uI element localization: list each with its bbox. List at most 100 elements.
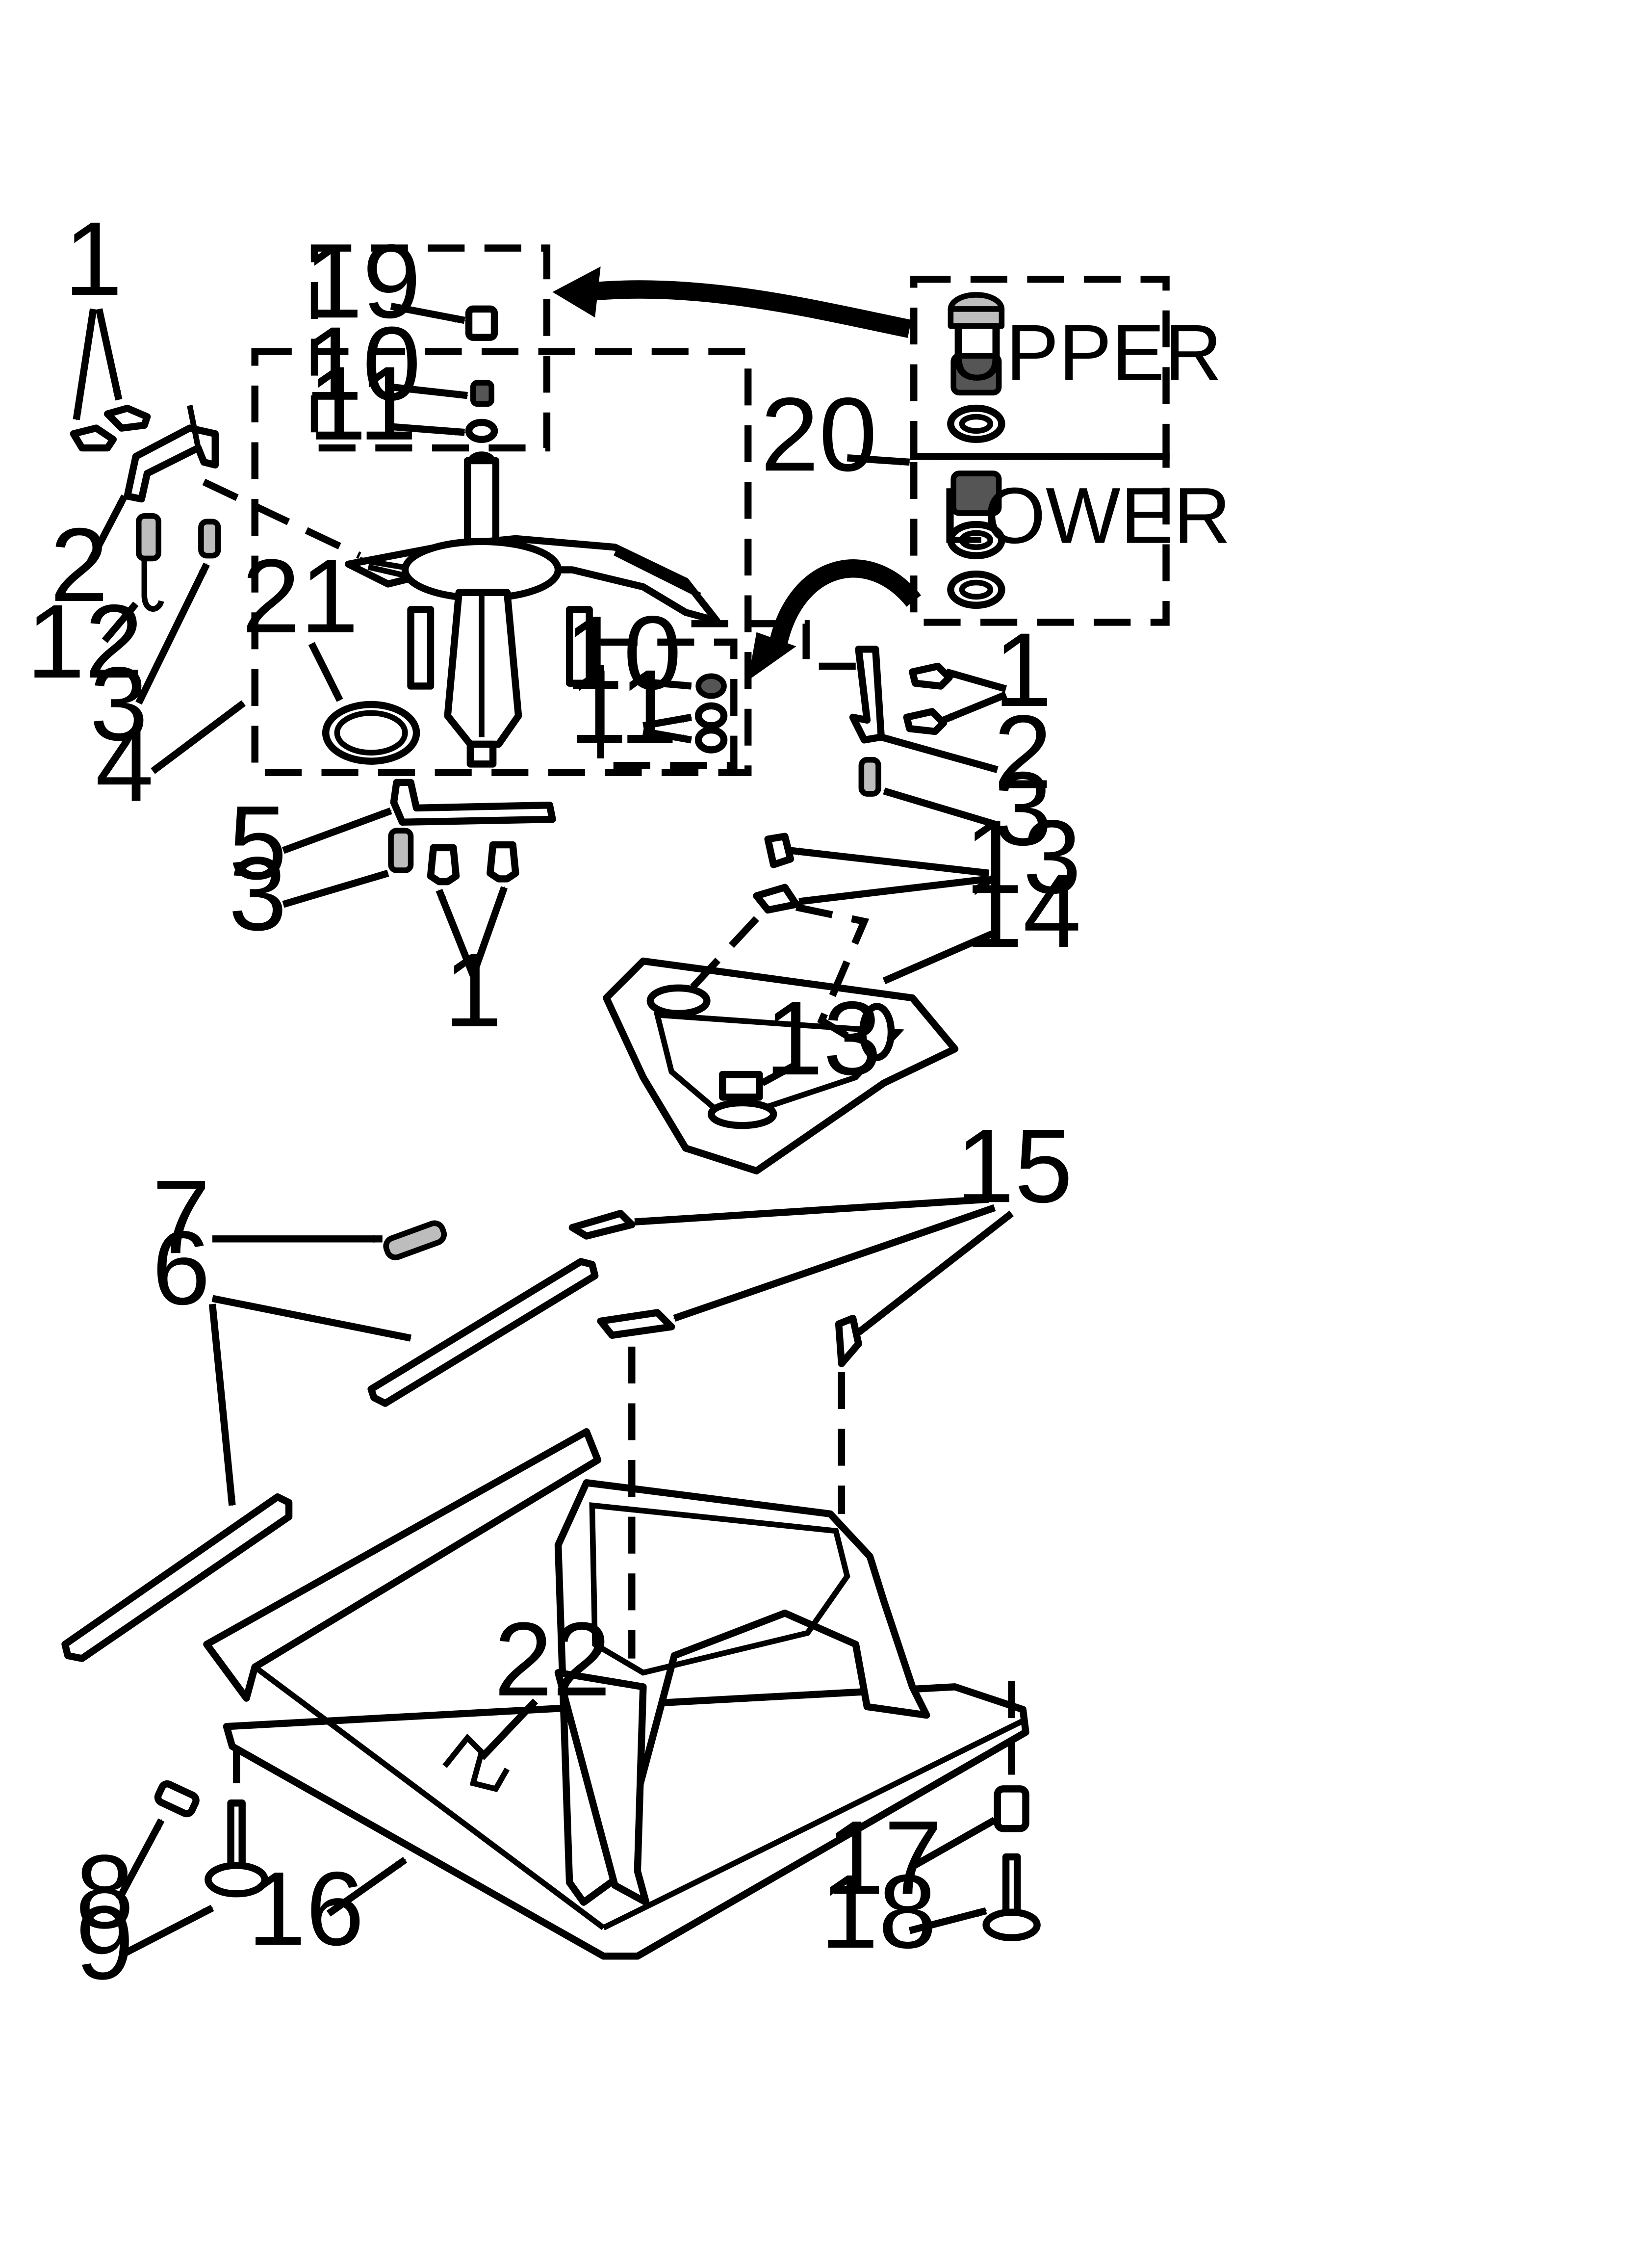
small-parts [154, 1733, 1041, 1941]
lower-washer-ring [947, 570, 1005, 609]
part-15-pad-b [597, 1309, 675, 1339]
center-a-frame [554, 1479, 930, 1906]
callout-14: 14 [965, 852, 1081, 969]
box-mechanism-assembly [251, 348, 752, 776]
callout-1-right: 1 [994, 611, 1052, 729]
callout-arrows [73, 303, 1014, 1956]
lower-bearing-hole [959, 530, 994, 550]
dashed-boxes [251, 244, 1170, 776]
arrow-11b-b [642, 728, 693, 744]
bottom-bracket-group [388, 779, 556, 886]
leg-stem-left [227, 1799, 246, 1869]
part-3-spring-left [198, 519, 221, 559]
right-bracket [849, 646, 885, 744]
callout-12: 12 [26, 583, 143, 700]
callout-18: 18 [820, 1853, 937, 1970]
arrow-9 [123, 1904, 214, 1956]
housing-foot [466, 740, 497, 768]
arrow-1c-to-screw-1 [436, 888, 477, 977]
callout-13-lower: 13 [765, 980, 881, 1097]
callout-19: 19 [304, 223, 421, 340]
left-screw-2 [70, 424, 117, 452]
arrow-11a [390, 423, 466, 436]
arrow-2a [87, 494, 128, 563]
callout-5: 5 [229, 784, 287, 901]
arrow-21 [308, 642, 343, 702]
left-bracket-rod [187, 405, 201, 449]
arrow-13a-to-clip-b [798, 875, 990, 905]
arrow-13a-to-clip-a [789, 847, 990, 877]
base-inner-edge [253, 1665, 1025, 1930]
leg-left [407, 606, 435, 690]
arrow-18 [908, 1907, 987, 1934]
mechanism-assembly [345, 457, 720, 768]
right-screw-2 [903, 708, 948, 735]
arrow-4 [151, 700, 246, 774]
callout-10-lower: 10 [565, 594, 682, 711]
arrow-upper-kit-stem [585, 280, 912, 338]
callout-21: 21 [242, 538, 359, 655]
arrow-17 [908, 1817, 997, 1872]
lower-washer-hole [959, 579, 994, 600]
arrow-1b-to-screw-1 [945, 668, 1007, 693]
ring-pad-right [859, 1003, 895, 1061]
leader-clip-left [677, 916, 759, 1003]
callout-numbers: 1 19 10 11 20 2 12 3 4 21 10 11 1 2 3 5 … [26, 200, 1231, 2002]
arrow-15-to-pad-c [856, 1210, 1014, 1335]
arrow-15-to-pad-a [634, 1196, 989, 1225]
center-shaft [463, 457, 500, 549]
part-6-bar-lower [61, 1493, 293, 1662]
part-9-foot-left [205, 1862, 269, 1898]
callout-22: 22 [494, 1601, 611, 1718]
part-13-clip-c [718, 1070, 763, 1101]
curved-arrows [552, 266, 921, 680]
base-rail-left [203, 1428, 602, 1702]
shaft-top-parts [465, 305, 498, 470]
part-11-upper-washer [465, 418, 498, 443]
callout-9: 9 [76, 1884, 134, 2002]
leader-clip-right [795, 904, 870, 1049]
callout-6: 6 [152, 1209, 210, 1327]
part-13-clip-a [764, 833, 795, 868]
part-8-bushing [154, 1780, 200, 1818]
pads-and-bars [61, 1210, 862, 1662]
part-17-sleeve [994, 1785, 1029, 1832]
upper-spline-gear [950, 353, 1002, 396]
upper-bearing-ring [947, 404, 1005, 443]
box-label-upper: UPPER [949, 309, 1222, 397]
part-12-spring-hook [141, 521, 164, 612]
ring-inner-opening [653, 1012, 904, 1123]
callout-8: 8 [76, 1833, 134, 1951]
arrow-10b [642, 678, 693, 690]
part-12-spring-coil [135, 513, 161, 562]
arrow-10a [390, 383, 469, 399]
box-upper-kit [910, 275, 1170, 460]
arrow-14 [882, 929, 996, 985]
dashed-leaders [202, 478, 1015, 1803]
arrow-20 [847, 454, 911, 466]
arrow-19 [390, 303, 466, 324]
callout-3-right: 3 [994, 750, 1052, 867]
arrow-1c-to-screw-2 [469, 886, 508, 977]
arrow-6-to-upper-bar [211, 1295, 412, 1342]
part-3-spring-right [858, 756, 881, 797]
arrow-22 [479, 1698, 539, 1760]
arrow-3a [135, 562, 210, 705]
part-7-spring [383, 1220, 447, 1260]
box-lower-kit [910, 453, 1170, 626]
part-5-bracket [390, 779, 556, 826]
part-19-cap [465, 305, 498, 341]
left-bracket-group [70, 404, 221, 612]
part-10-lower-bushing [695, 673, 727, 699]
callout-15: 15 [956, 1107, 1073, 1225]
arrow-16 [326, 1856, 408, 1917]
callout-13-upper: 13 [965, 798, 1081, 915]
arrow-12 [102, 601, 139, 643]
arrow-15-to-pad-b [673, 1204, 996, 1322]
part-10-upper-bushing [470, 380, 494, 407]
leader-right-bracket [691, 620, 859, 670]
callout-17: 17 [826, 1799, 943, 1916]
lower-bearing-parts [694, 673, 728, 754]
arrow-lower-kit-head [748, 632, 796, 680]
